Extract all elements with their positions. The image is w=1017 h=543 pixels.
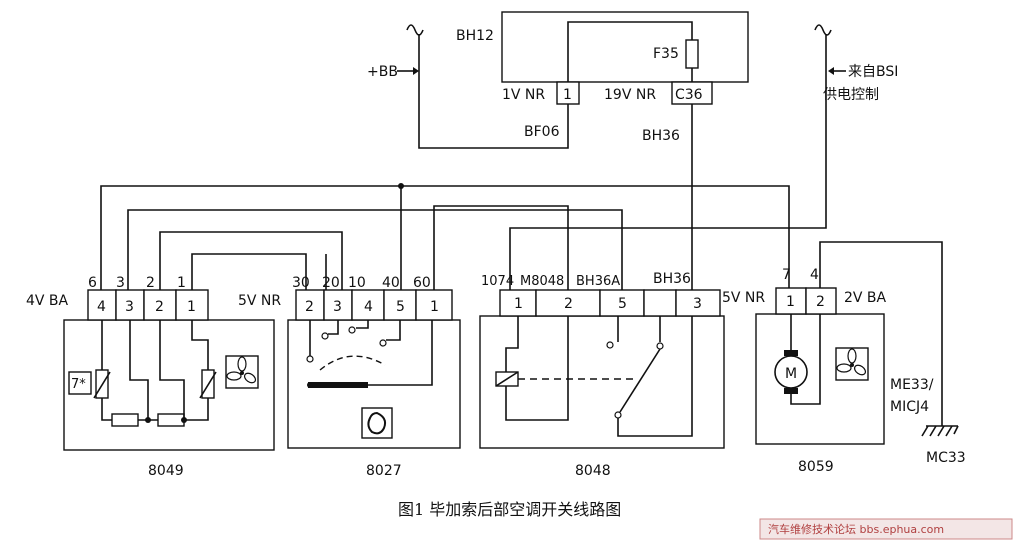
component-8059: 1 2 2V BA M 8059 (755, 287, 887, 475)
watermark: 汽车维修技术论坛 bbs.ephua.com (759, 518, 1013, 540)
pin-4: 4 (364, 299, 373, 315)
label-micj4: MICJ4 (890, 399, 929, 415)
component-8049: 4 3 2 1 4V BA 7* 8049 (26, 289, 275, 479)
pin-1: 1 (514, 296, 523, 312)
label-8027: 8027 (366, 463, 402, 479)
pin-2: 2 (564, 296, 573, 312)
label-bh36-top: BH36 (642, 128, 680, 144)
watermark-text: 汽车维修技术论坛 bbs.ephua.com (768, 522, 944, 536)
pin-2: 2 (155, 299, 164, 315)
fuse-box-bh12: BH12 F35 1V NR 1 19V NR C36 (456, 11, 749, 105)
fan-icon (225, 355, 259, 389)
label-bf06: BF06 (524, 124, 560, 140)
wire-10: 10 (348, 275, 366, 291)
pin-1: 1 (430, 299, 439, 315)
component-8048: 1 2 5 3 5V NR 8048 (479, 289, 765, 479)
conn-2v-ba: 2V BA (844, 290, 887, 306)
label-8048: 8048 (575, 463, 611, 479)
label-bh12: BH12 (456, 28, 494, 44)
component-8027: 2 3 4 5 1 5V NR 8027 (238, 289, 461, 479)
wire-bh36a: BH36A (576, 274, 620, 289)
pin-4: 4 (97, 299, 106, 315)
wire-4: 4 (810, 267, 819, 283)
bus-wires (100, 183, 943, 426)
wire-2: 2 (146, 275, 155, 291)
wire-1074: 1074 (481, 274, 514, 289)
wire-m8048: M8048 (520, 274, 564, 289)
fan-icon (835, 347, 869, 381)
bh36-feed: BH36 (642, 104, 693, 290)
wire-60: 60 (413, 275, 431, 291)
label-bb: +BB (367, 64, 398, 80)
label-f35: F35 (653, 46, 679, 62)
label-7-star: 7* (71, 377, 86, 392)
pin-2: 2 (305, 299, 314, 315)
wire-bh36: BH36 (653, 271, 691, 287)
bsi-feed: 来自BSI 供电控制 (509, 24, 898, 290)
label-bsi-2: 供电控制 (823, 87, 879, 103)
conn-5v-nr-8048: 5V NR (722, 290, 765, 306)
ground-symbol: ME33/ MICJ4 MC33 (890, 377, 966, 466)
label-bsi-1: 来自BSI (848, 64, 898, 80)
resistor-1 (111, 413, 139, 427)
pin-3: 3 (693, 296, 702, 312)
wire-3: 3 (116, 275, 125, 291)
resistor-7-box (68, 371, 92, 395)
resistor-2 (157, 413, 185, 427)
pin-5: 5 (618, 296, 627, 312)
pin-3: 3 (125, 299, 134, 315)
wire-7: 7 (782, 267, 791, 283)
wire-20: 20 (322, 275, 340, 291)
selector-bar (308, 382, 368, 388)
motor-label: M (785, 366, 797, 382)
wire-40: 40 (382, 275, 400, 291)
wire-numbers: 6 3 2 1 30 20 10 40 60 1074 M8048 BH36A … (88, 267, 819, 291)
pin-5: 5 (396, 299, 405, 315)
pin-1: 1 (187, 299, 196, 315)
figure-caption: 图1 毕加索后部空调开关线路图 (398, 500, 621, 519)
bb-feed: +BB BF06 (367, 24, 569, 149)
label-19v-nr: 19V NR (604, 87, 656, 103)
label-8049: 8049 (148, 463, 184, 479)
wire-30: 30 (292, 275, 310, 291)
label-c36: C36 (675, 87, 703, 103)
label-pin-1: 1 (563, 87, 572, 103)
label-me33: ME33/ (890, 377, 934, 393)
fuse-f35 (685, 39, 699, 69)
pin-2: 2 (816, 294, 825, 310)
conn-5v-nr-8027: 5V NR (238, 293, 281, 309)
label-mc33: MC33 (926, 450, 966, 466)
conn-4v-ba: 4V BA (26, 293, 69, 309)
thermostat-icon (361, 407, 393, 439)
wire-1: 1 (177, 275, 186, 291)
label-8059: 8059 (798, 459, 834, 475)
pin-3: 3 (333, 299, 342, 315)
wire-6: 6 (88, 275, 97, 291)
label-1v-nr: 1V NR (502, 87, 545, 103)
pin-1: 1 (786, 294, 795, 310)
